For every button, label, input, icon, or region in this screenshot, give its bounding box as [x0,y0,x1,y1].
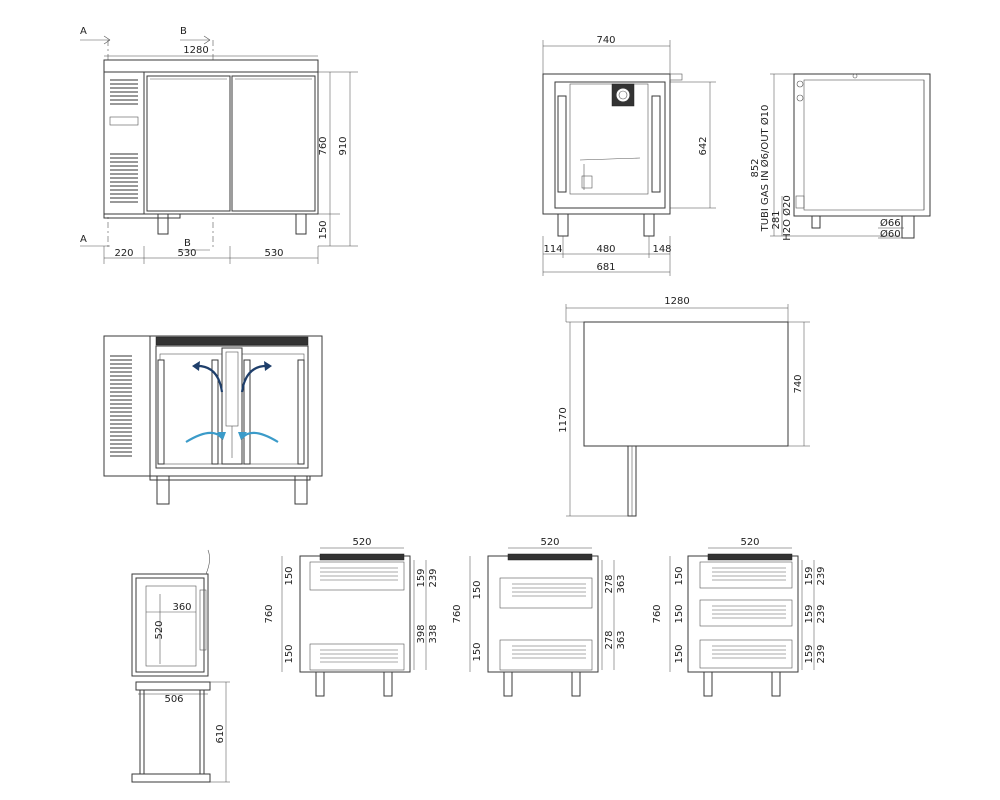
drawer3-left-3: 150 [674,644,685,663]
section-b-label-bottom: B [184,238,191,249]
drawer3-right-6: 239 [816,644,827,663]
side-height-dim: 852 [750,158,761,177]
drawer3-right-1: 159 [804,566,815,585]
side-diam-a: Ø66 [880,217,901,229]
drawer1-width-dim: 520 [352,537,371,548]
tray-width-dim: 360 [172,602,191,613]
section-bottom-right-dim: 148 [652,244,671,255]
drawer2-height-dim: 760 [452,604,463,623]
section-bottom-left-dim: 114 [543,244,562,255]
leg [901,215,915,239]
door-right [231,75,316,212]
drawer2-left-top-dim: 150 [472,580,483,599]
leg [811,215,821,229]
tray-view: 360 520 506 610 [131,549,230,783]
plan-view: 1280 740 1170 [558,296,810,517]
plan-depth-dim: 740 [793,374,804,393]
section-a-label-bottom: A [80,234,87,245]
airflow-view [103,335,323,505]
front-door-height-dim: 760 [318,136,329,155]
leg [315,671,325,697]
drawer2-right-4: 363 [616,630,627,649]
section-depth-dim: 681 [596,262,615,273]
drawer1-vent-top [320,567,398,581]
drawer-config-3: 520 760 150 150 150 [652,537,827,697]
compressor-vent-top [110,79,138,105]
drawer2-vent-top [512,583,586,597]
drawer1-height-dim: 760 [264,604,275,623]
drawer1-left-top-dim: 150 [284,566,295,585]
leg [503,671,513,697]
front-seg-right-dim: 530 [264,248,283,259]
section-b-label-top: B [180,26,187,37]
drawer3-left-2: 150 [674,604,685,623]
front-total-height-dim: 910 [338,136,349,155]
drawer2-vent-bottom [512,645,586,659]
drawer3-right-5: 159 [804,644,815,663]
front-leg-height-dim: 150 [318,220,329,239]
drawer2-right-2: 363 [616,574,627,593]
plan-overall-dim: 1170 [558,407,569,432]
drawer3-vent-2 [712,605,786,619]
drawer-config-1: 520 760 150 150 159 239 398 338 [264,537,439,697]
airflow-arrow-cold-left [185,431,223,443]
section-view: 740 642 114 480 148 681 [542,35,716,276]
leg [771,671,781,697]
front-view: A B A B 1280 [80,26,358,264]
drawer3-width-dim: 520 [740,537,759,548]
side-h2o-label: H2O Ø20 [781,195,793,241]
stand-height-dim: 610 [215,724,226,743]
side-gas-label: TUBI GAS IN Ø6/OUT Ø10 [759,105,771,233]
drawer2-left-bottom-dim: 150 [472,642,483,661]
drawer-config-2: 520 760 150 150 278 363 278 363 [452,537,627,697]
drawer1-vent-bottom [320,649,398,663]
drawer1-right-3: 398 [416,624,427,643]
section-a-label-top: A [80,26,87,37]
compressor-vent-bottom [110,153,138,203]
leg [571,671,581,697]
leg [643,213,655,237]
drawer1-right-4: 338 [428,624,439,643]
drawer3-vent-1 [712,567,786,581]
section-bottom-mid-dim: 480 [596,244,615,255]
drawer3-left-1: 150 [674,566,685,585]
section-width-dim: 740 [596,35,615,46]
airflow-arrow-cold-right [241,431,279,443]
section-inner-height-dim: 642 [698,136,709,155]
drawer2-right-3: 278 [604,630,615,649]
control-panel [109,116,139,126]
side-view: 852 TUBI GAS IN Ø6/OUT Ø10 281 H2O Ø20 Ø… [750,73,931,241]
drawer1-right-2: 239 [428,568,439,587]
drawer3-right-3: 159 [804,604,815,623]
drawer1-left-bottom-dim: 150 [284,644,295,663]
drawer3-right-4: 239 [816,604,827,623]
drawer3-vent-3 [712,645,786,659]
leg [703,671,713,697]
drawer3-right-2: 239 [816,566,827,585]
plan-width-dim: 1280 [664,296,689,307]
drawer3-height-dim: 760 [652,604,663,623]
evaporator-top [155,336,309,346]
tray-depth-dim: 520 [154,620,165,639]
side-h2o-height-dim: 281 [771,210,782,229]
leg [557,213,569,237]
front-width-dim: 1280 [183,45,208,56]
stand-width-dim: 506 [164,694,183,705]
drawer2-width-dim: 520 [540,537,559,548]
side-diam-b: Ø60 [880,228,901,240]
leg [383,671,393,697]
front-seg-left-dim: 220 [114,248,133,259]
leg [157,213,169,235]
door-left [146,75,231,212]
airflow-compressor-vent [110,355,132,457]
drawer1-right-1: 159 [416,568,427,587]
leg [295,213,307,235]
drawer2-right-1: 278 [604,574,615,593]
front-seg-mid-dim: 530 [177,248,196,259]
